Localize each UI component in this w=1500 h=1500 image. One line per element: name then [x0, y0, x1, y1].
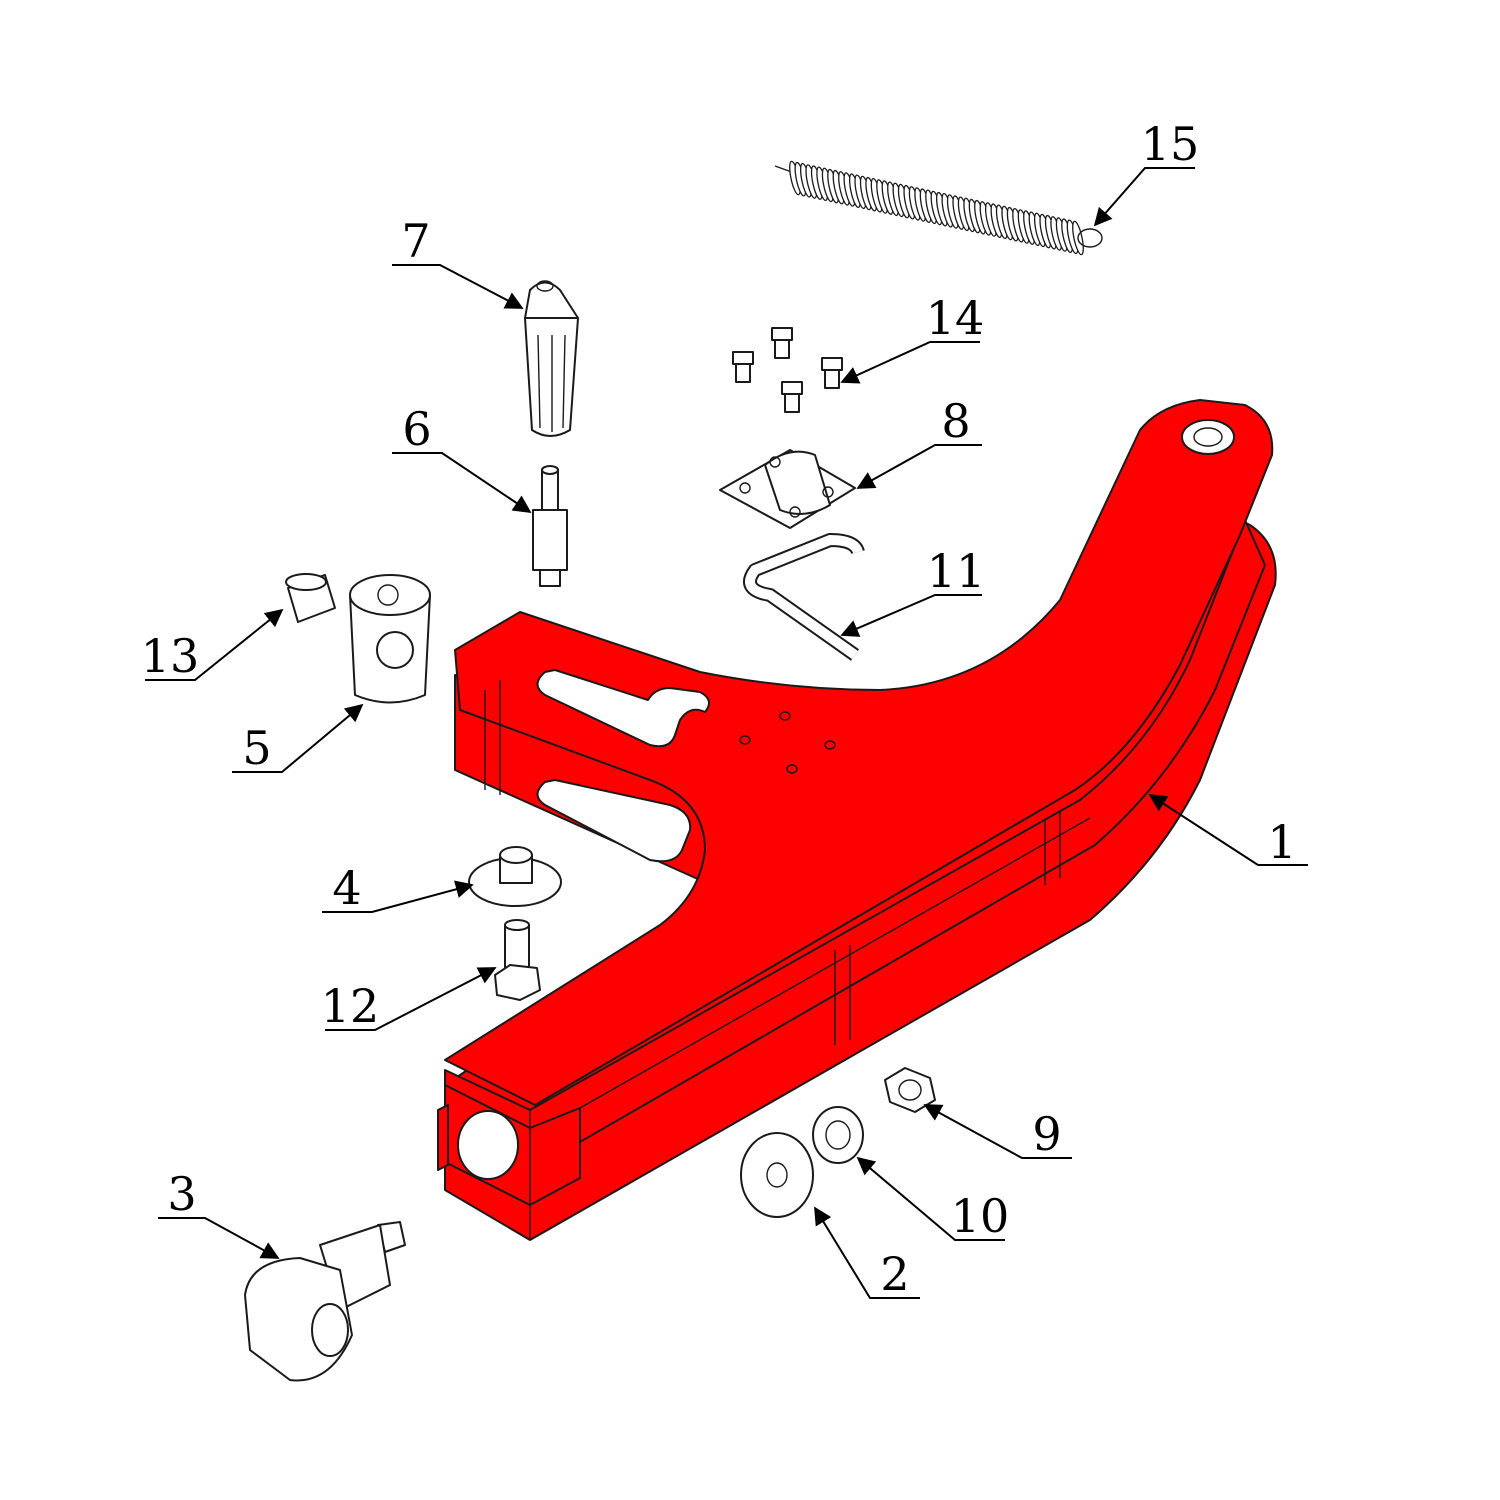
frame-slot-lower: [536, 779, 692, 863]
leader-15: [1093, 167, 1195, 227]
flange-part-4: [468, 846, 562, 907]
frame-top-plate: [444, 399, 1274, 1106]
shaft-cross-hole: [311, 1303, 349, 1357]
callout-9: 9: [1032, 1107, 1061, 1161]
frame-pivot-boss: [1181, 419, 1235, 455]
pin-part-6: [532, 465, 568, 587]
frame-edge-line: [529, 817, 1091, 1240]
leader-10: [856, 1156, 1005, 1241]
leader-8: [856, 444, 982, 489]
ring-top: [285, 573, 327, 591]
ring-part-13: [285, 573, 336, 623]
bolt-part-12: [494, 919, 541, 1001]
flange-stud-top: [499, 846, 533, 864]
frame-front-bore: [457, 1110, 519, 1180]
pin-top-shaft: [541, 469, 559, 511]
frame-pivot-hole: [1193, 427, 1223, 447]
bracket-hole-c: [822, 486, 834, 498]
washer-part-10: [812, 1106, 864, 1164]
pin-body: [532, 509, 568, 571]
callout-5: 5: [242, 721, 271, 775]
frame-mount-hole-b: [739, 735, 751, 745]
knob-part-7: [524, 280, 579, 437]
frame-mount-hole-d: [786, 764, 798, 774]
frame-mount-hole-a: [779, 711, 791, 721]
leader-7: [392, 264, 524, 309]
leader-4: [322, 880, 474, 913]
washer-large: [740, 1132, 814, 1218]
leader-3: [158, 1217, 280, 1259]
block-top: [349, 574, 431, 616]
knob-tip: [524, 281, 579, 319]
leader-5: [232, 703, 364, 773]
bracket-hole-d: [789, 506, 801, 518]
frame-part-1: [437, 399, 1277, 1241]
spring-hook-right: [1077, 228, 1103, 248]
callout-13: 13: [141, 629, 200, 683]
leader-14: [840, 341, 980, 384]
leader-13: [145, 608, 284, 681]
block-part-5: [349, 574, 431, 704]
leader-2: [814, 1206, 920, 1299]
screw-d: [781, 381, 803, 413]
callout-6: 6: [402, 402, 431, 456]
knob-grooves: [537, 334, 566, 432]
block-top-hole: [377, 584, 399, 606]
handle-rod: [745, 534, 863, 660]
callout-2: 2: [880, 1247, 909, 1301]
hex-nut-hole: [898, 1079, 922, 1101]
screw-c: [821, 357, 843, 389]
frame-rib-b: [1044, 812, 1061, 885]
leader-9: [923, 1104, 1072, 1159]
bracket-part-8: [719, 449, 856, 529]
washer-small-hole: [825, 1120, 851, 1150]
nut-part-9: [884, 1067, 936, 1113]
washer-small: [812, 1106, 864, 1164]
frame-arm-side: [444, 519, 1266, 1166]
handle-part-11: [743, 533, 865, 661]
callout-3: 3: [167, 1167, 196, 1221]
frame-rib-c: [484, 680, 501, 795]
callout-7: 7: [401, 214, 430, 268]
washer-part-2: [740, 1132, 814, 1218]
frame-mount-hole-c: [824, 740, 836, 750]
leader-1: [1148, 794, 1308, 866]
leader-6: [392, 452, 532, 514]
callout-15: 15: [1141, 117, 1200, 171]
shaft-part-3: [244, 1221, 406, 1382]
frame-rib-a: [834, 945, 851, 1045]
frame-slot-upper: [536, 669, 710, 748]
frame-front-tab: [437, 1104, 449, 1171]
screw-a: [732, 351, 754, 383]
callout-8: 8: [941, 394, 970, 448]
washer-large-hole: [766, 1162, 788, 1188]
screws-part-14: [732, 327, 843, 413]
callout-1: 1: [1267, 815, 1296, 869]
bolt-tip: [504, 919, 530, 931]
leader-lines: [145, 167, 1308, 1299]
callout-10: 10: [951, 1189, 1010, 1243]
pin-bottom: [539, 569, 561, 587]
leader-12: [325, 967, 497, 1031]
bolt-head: [494, 964, 541, 1001]
bracket-hole-b: [769, 456, 781, 468]
bolt-shank: [504, 924, 530, 971]
callout-4: 4: [332, 861, 361, 915]
block-side-hole: [376, 631, 414, 669]
screw-b: [771, 327, 793, 359]
knob-tip-hole: [536, 280, 554, 292]
hex-nut: [884, 1067, 936, 1113]
callout-11: 11: [927, 544, 986, 598]
spring-part-15: [774, 160, 1103, 256]
callout-12: 12: [321, 979, 380, 1033]
callout-14: 14: [926, 291, 985, 345]
bracket-hole-a: [739, 482, 751, 494]
callout-labels: 1 2 3 4 5 6 7 8 9 10 11 12 13 14 15: [141, 117, 1297, 1301]
pin-top-end: [541, 465, 559, 475]
leader-11: [840, 594, 982, 637]
spring-coils: [789, 160, 1084, 256]
